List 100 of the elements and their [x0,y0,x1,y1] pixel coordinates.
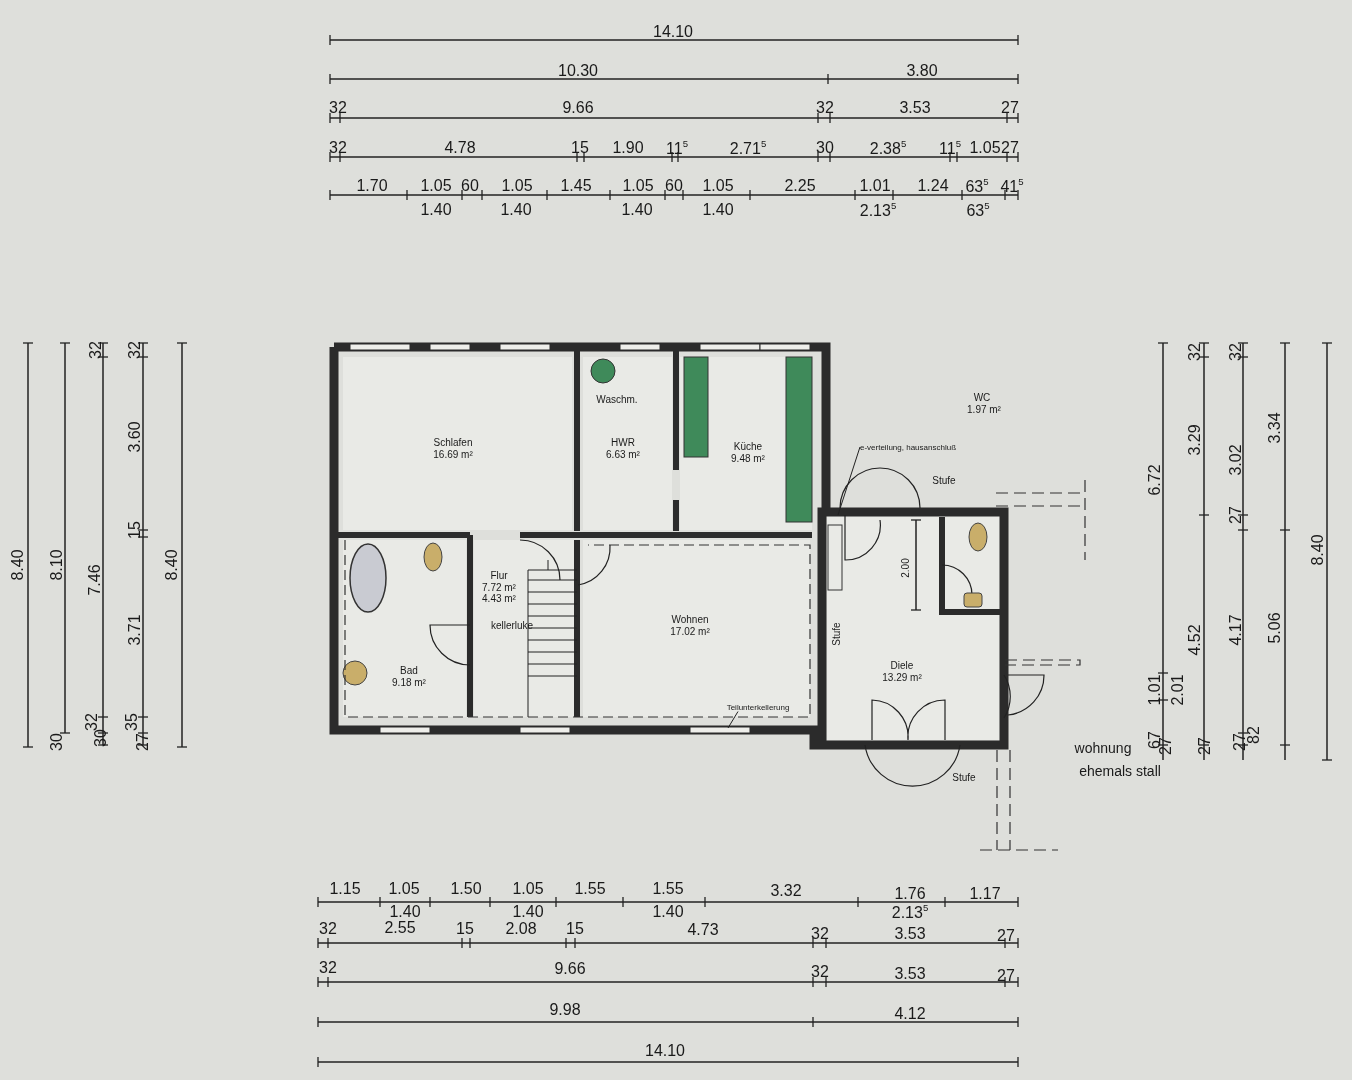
dimension-label: 32 [84,713,100,731]
step-label: Stufe [832,622,842,646]
dimension-label: 10.30 [558,63,598,79]
dimension-label: 2.71$^{5}$ [729,139,767,157]
dimension-label: 1.90 [612,140,644,156]
dimension-label: 41$^{5}$ [1000,177,1024,195]
dimension-label: 32 [816,100,834,116]
leader-line [727,711,739,729]
fixture-label: Waschm. [596,395,638,405]
room-name: Schlafen [432,437,474,449]
room-area: 6.63 m² [573,448,673,460]
dimension-label: 32 [127,341,143,359]
dimension-label: 14.10 [653,24,693,40]
dimension-label: 32 [811,926,829,942]
dimension-label: 32 [88,341,104,359]
room-name: WC [973,393,991,403]
room-floor [827,515,1000,740]
dimension-label: 30 [49,733,65,751]
dimension-label: 1.05 [420,178,452,194]
dimension-label: 11$^{5}$ [939,139,961,157]
dimension-label: 1.05 [702,178,734,194]
dimension-label: 82 [1246,726,1262,744]
dimension-label: 11$^{5}$ [666,139,688,157]
dimension-label: 27 [1232,733,1248,751]
dimension-label: 1.05 [501,178,533,194]
dimension-label: 1.01 [1147,674,1163,706]
room-floor [583,357,672,530]
dimension-label: 60 [665,178,683,194]
dimension-label: 2.55 [384,920,416,936]
dimension-label: 27 [1228,506,1244,524]
dimension-label: 9.66 [554,961,586,977]
dimension-label: 2.25 [784,178,816,194]
dimension-label: 32 [319,960,337,976]
dimension-label: 27 [997,968,1015,984]
dimension-label: 4.17 [1228,614,1244,646]
dimension-label: 2.00 [901,558,911,578]
dimension-label: 1.55 [652,881,684,897]
dimension-label: 15 [456,921,474,937]
dimension-label: 1.45 [560,178,592,194]
dimension-label: 1.55 [574,881,606,897]
dimension-label: 4.73 [687,922,719,938]
dimension-label: 3.80 [906,63,938,79]
dimension-label: 4.78 [444,140,476,156]
dimension-label: 1.01 [859,178,891,194]
dimension-label: 35 [124,713,140,731]
annotation-text: wohnung [1074,741,1132,755]
dimension-label: 8.40 [10,549,26,581]
dimension-label: 63$^{5}$ [965,177,989,195]
room-name: Bad [399,665,419,677]
dimension-label: 6.72 [1147,464,1163,496]
dimension-label: 2.08 [505,921,537,937]
dimension-label: 60 [461,178,479,194]
dimension-label: 3.60 [127,421,143,453]
dimension-label: 30 [816,140,834,156]
dimension-label: 1.76 [894,886,926,902]
dimension-label: 5.06 [1267,612,1283,644]
dimension-label: 1.40 [389,904,421,920]
dimension-label: 27 [135,733,151,751]
dimension-label: 3.34 [1267,412,1283,444]
dimension-label: 27 [1197,737,1213,755]
dimension-label: 4.52 [1187,624,1203,656]
dimension-label: 27 [1001,140,1019,156]
dimension-label: 63$^{5}$ [966,201,990,219]
room-area: 9.18 m² [359,676,459,688]
dimension-label: 1.40 [652,904,684,920]
dimension-label: 32 [811,964,829,980]
dimension-label: 1.40 [512,904,544,920]
dimension-label: 3.32 [770,883,802,899]
dimension-label: 9.98 [549,1002,581,1018]
dimension-label: 27 [1001,100,1019,116]
room-name: HWR [610,437,636,449]
dimension-label: 32 [1228,343,1244,361]
dimension-label: 3.71 [127,614,143,646]
room-name: Diele [889,660,915,672]
annotation-text: Teilunterkellerung [726,702,790,712]
dimension-label: 1.40 [621,202,653,218]
dimension-label: 1.40 [702,202,734,218]
annotation-text: kellerluke [490,621,534,631]
dimension-label: 8.40 [1310,534,1326,566]
dimension-label: 2.13$^{5}$ [859,201,897,219]
room-area: 9.48 m² [698,452,798,464]
room-name: Flur [489,570,509,582]
dimension-label: 1.40 [420,202,452,218]
dimension-label: 15 [566,921,584,937]
dimension-label: 1.17 [969,886,1001,902]
annotation-text: ehemals stall [1079,764,1161,778]
dimension-label: 3.53 [894,926,926,942]
room-area: 7.72 m² [449,581,549,593]
dimension-label: 2.13$^{5}$ [891,903,929,921]
dimension-label: 7.46 [87,564,103,596]
dimension-label: 1.05 [622,178,654,194]
annotation-text: e-verteilung, hausanschluß [859,442,957,452]
dimension-label: 1.70 [356,178,388,194]
dimension-label: 1.40 [500,202,532,218]
dimension-label: 27 [997,928,1015,944]
dimension-label: 3.29 [1187,424,1203,456]
dimension-label: 15 [127,521,143,539]
room-name: Küche [732,441,764,453]
room-area: 13.29 m² [852,671,952,683]
dimension-label: 9.66 [562,100,594,116]
